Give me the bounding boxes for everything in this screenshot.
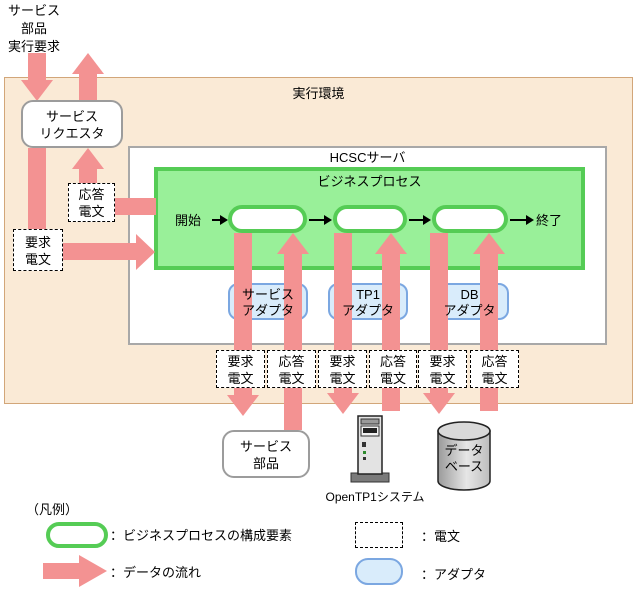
opentp1-system-label: OpenTP1システム: [325, 490, 425, 504]
database-label-line1: データ: [444, 443, 484, 458]
external-caller-line2: 部品: [20, 21, 47, 36]
msg-line: 電文: [379, 371, 406, 386]
legend-process-element-label: ：ビジネスプロセスの構成要素: [110, 528, 293, 543]
service-component-line1: サービス: [239, 439, 292, 454]
process-start-label: 開始: [174, 213, 201, 228]
flow-step1-request-down-head: [227, 395, 259, 416]
msg-line: 電文: [429, 371, 456, 386]
service-requester-line1: サービス: [45, 109, 98, 124]
process-step-capsule-3: [432, 205, 508, 233]
tp1-adapter-label-line2: アダプタ: [341, 303, 394, 318]
service-adapter-label-line2: アダプタ: [241, 303, 294, 318]
flow-response-msg-to-requester-head: [72, 148, 104, 169]
database-cylinder-icon: [437, 421, 491, 491]
legend-adapter-label: ：アダプタ: [421, 567, 487, 582]
flow-process-to-response-msg: [113, 198, 156, 215]
flow-step1-response-up-shaft: [284, 253, 302, 430]
service-requester-line2: リクエスタ: [39, 126, 105, 141]
msg-line: 要求: [429, 354, 456, 369]
flow-requester-to-request-msg: [28, 148, 46, 229]
adapter-request-message-3: 要求 電文: [418, 350, 467, 388]
legend-message-label: ：電文: [421, 529, 461, 544]
db-adapter-box: DB アダプタ: [430, 283, 509, 320]
response-message-line2: 電文: [78, 204, 105, 219]
request-message-box: 要求 電文: [13, 229, 63, 271]
server-tower-icon: [350, 415, 390, 483]
legend-data-flow-label: ：データの流れ: [110, 565, 202, 580]
db-adapter-label-line1: DB: [460, 287, 479, 302]
flow-arrow-request-in-head: [21, 80, 53, 101]
hcsc-server-title: HCSCサーバ: [329, 150, 406, 165]
flow-step1-response-up-head: [277, 233, 309, 254]
msg-line: 応答: [481, 354, 508, 369]
adapter-response-message-2: 応答 電文: [369, 350, 417, 388]
legend-title: （凡例）: [26, 502, 79, 517]
legend-adapter-icon: [355, 558, 403, 585]
msg-line: 応答: [379, 354, 406, 369]
service-component-box: サービス 部品: [222, 430, 310, 478]
execution-environment-title: 実行環境: [292, 86, 345, 101]
flow-step3-response-up-head: [473, 233, 505, 254]
adapter-request-message-1: 要求 電文: [216, 350, 265, 388]
request-message-line1: 要求: [24, 235, 51, 250]
external-caller-line1: サービス: [7, 3, 60, 18]
flow-step3-request-down-head: [423, 393, 455, 414]
sequence-arrow-icon: [309, 214, 332, 226]
legend-data-flow-arrow-head-icon: [79, 555, 107, 587]
service-adapter-box: サービス アダプタ: [228, 283, 308, 320]
legend-message-icon: [355, 522, 403, 548]
process-step-capsule-2: [333, 205, 407, 233]
response-message-line1: 応答: [78, 187, 105, 202]
sequence-arrow-icon: [409, 214, 431, 226]
tp1-adapter-label-line1: TP1: [356, 287, 380, 302]
business-process-title: ビジネスプロセス: [317, 174, 422, 189]
msg-line: 電文: [278, 371, 305, 386]
database-label: データ ベース: [435, 443, 493, 475]
flow-arrow-request-in-shaft: [28, 53, 46, 81]
database-label-line2: ベース: [444, 459, 484, 474]
flow-request-msg-to-process-shaft: [63, 243, 136, 260]
flow-response-msg-to-requester-shaft: [79, 167, 97, 183]
response-message-box: 応答 電文: [68, 183, 115, 222]
adapter-response-message-3: 応答 電文: [470, 350, 519, 388]
flow-step2-response-up-head: [375, 233, 407, 254]
msg-line: 電文: [227, 371, 254, 386]
sequence-arrow-icon: [510, 214, 534, 226]
msg-line: 要求: [329, 354, 356, 369]
db-adapter-label-line2: アダプタ: [443, 303, 496, 318]
msg-line: 電文: [329, 371, 356, 386]
flow-request-msg-to-process-head: [136, 234, 155, 270]
service-requester-box: サービス リクエスタ: [21, 100, 123, 148]
adapter-request-message-2: 要求 電文: [318, 350, 367, 388]
msg-line: 要求: [227, 354, 254, 369]
flow-arrow-response-out-head: [72, 53, 104, 74]
sequence-arrow-icon: [212, 214, 228, 226]
flow-arrow-response-out-shaft: [79, 73, 97, 100]
external-caller-label: サービス 部品 実行要求: [2, 2, 66, 56]
external-caller-line3: 実行要求: [7, 39, 60, 54]
legend-process-element-icon: [46, 522, 108, 548]
service-adapter-label-line1: サービス: [241, 287, 294, 302]
legend-data-flow-arrow-icon: [43, 563, 79, 579]
msg-line: 応答: [278, 354, 305, 369]
request-message-line2: 電文: [24, 252, 51, 267]
service-component-line2: 部品: [252, 456, 279, 471]
process-step-capsule-1: [228, 205, 307, 233]
adapter-response-message-1: 応答 電文: [267, 350, 316, 388]
msg-line: 電文: [481, 371, 508, 386]
process-end-label: 終了: [536, 213, 563, 228]
flow-step2-request-down-head: [327, 393, 359, 414]
tp1-adapter-box: TP1 アダプタ: [328, 283, 408, 320]
